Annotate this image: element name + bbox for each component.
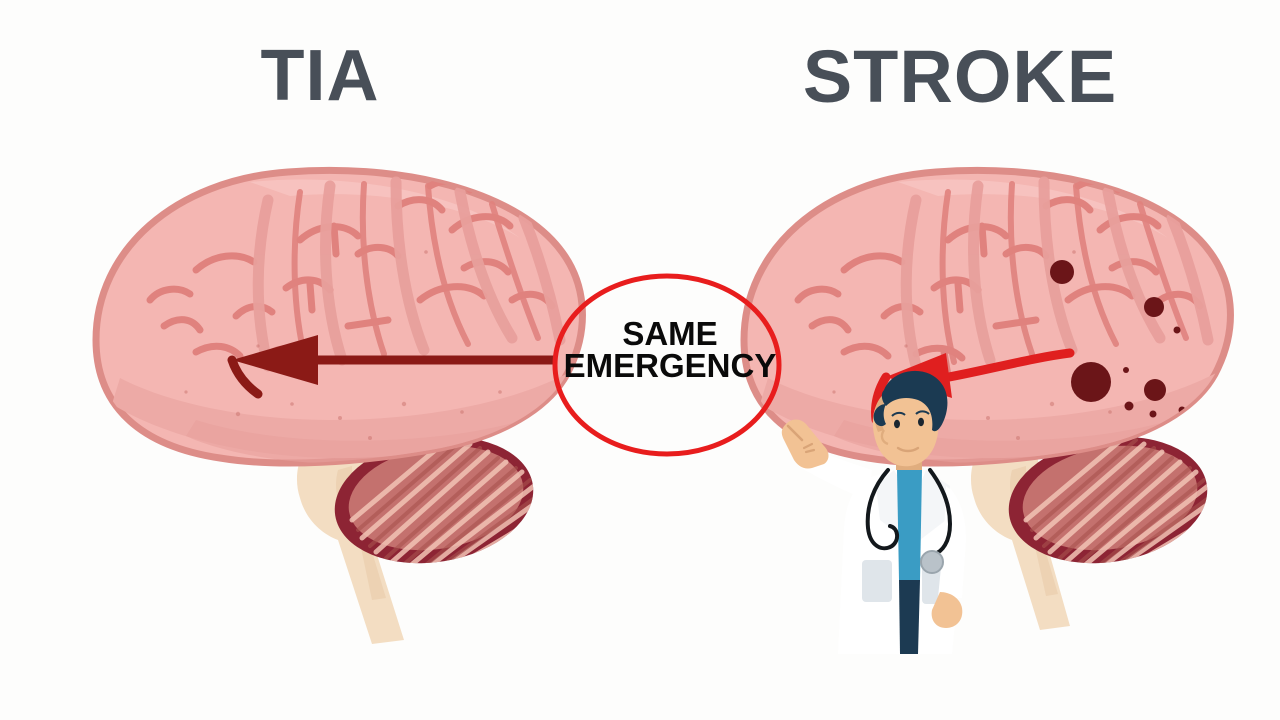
left-cerebellum [334, 433, 543, 570]
same-emergency-ring [552, 273, 782, 457]
right-cerebellum [1008, 433, 1217, 570]
left-cerebrum [92, 166, 586, 467]
left-brain-group [92, 166, 586, 644]
stethoscope-icon [865, 468, 953, 556]
heading-stroke: STROKE [802, 35, 1118, 118]
doctor-pointing-hand [781, 419, 829, 469]
left-arrow-icon [227, 335, 556, 399]
doctor-head [872, 370, 948, 467]
right-cerebrum [740, 166, 1234, 467]
doctor-figure [781, 370, 966, 654]
right-brain-group [740, 166, 1234, 630]
heading-tia: TIA [260, 36, 380, 116]
stroke-lesion-spots [1050, 260, 1186, 418]
stethoscope-bell-icon [920, 550, 944, 574]
